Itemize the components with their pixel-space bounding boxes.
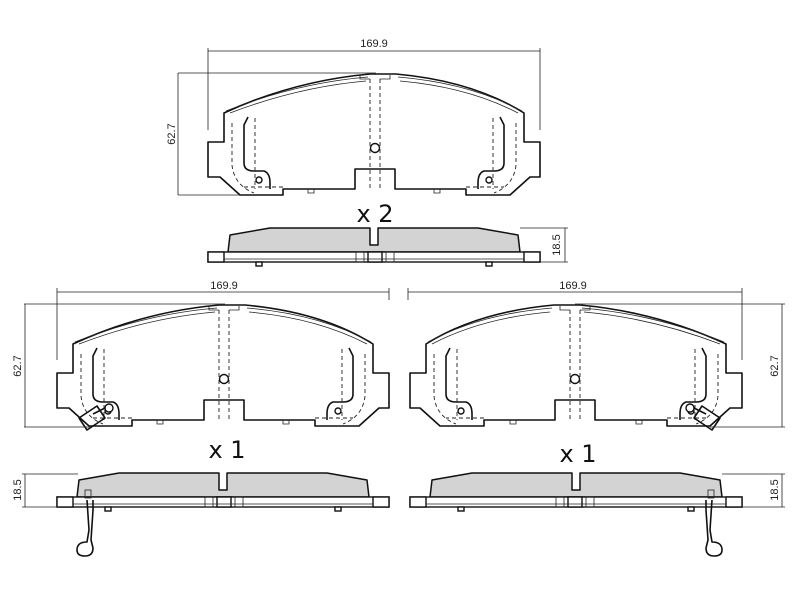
right-pad-thickness-label: 18.5 xyxy=(769,479,781,500)
left-pad-front-view xyxy=(56,304,390,431)
left-pad-thickness-label: 18.5 xyxy=(12,479,24,500)
top-pad-height-label: 62.7 xyxy=(166,123,178,144)
top-pad-thickness-label: 18.5 xyxy=(551,234,563,255)
top-pad-front-view xyxy=(207,73,541,196)
right-pad-front-view xyxy=(409,304,743,431)
right-pad-quantity: x 1 xyxy=(559,440,596,468)
left-pad-width-label: 169.9 xyxy=(210,280,238,292)
top-pad-width-label: 169.9 xyxy=(360,38,388,50)
left-pad-quantity: x 1 xyxy=(208,436,245,464)
top-pad-side-view: 18.5 xyxy=(207,227,568,267)
right-pad-width-label: 169.9 xyxy=(559,280,587,292)
left-pad-dimensions: 169.9 62.7 xyxy=(12,280,390,428)
left-pad-side-view: 18.5 xyxy=(12,472,390,557)
right-pad-height-label: 62.7 xyxy=(769,355,781,376)
top-pad-dimensions: 169.9 62.7 xyxy=(166,38,541,196)
right-pad-side-view: 18.5 xyxy=(409,472,785,557)
left-pad-height-label: 62.7 xyxy=(12,355,24,376)
top-pad-quantity: x 2 xyxy=(356,200,393,228)
right-pad-dimensions: 169.9 62.7 xyxy=(407,280,785,428)
